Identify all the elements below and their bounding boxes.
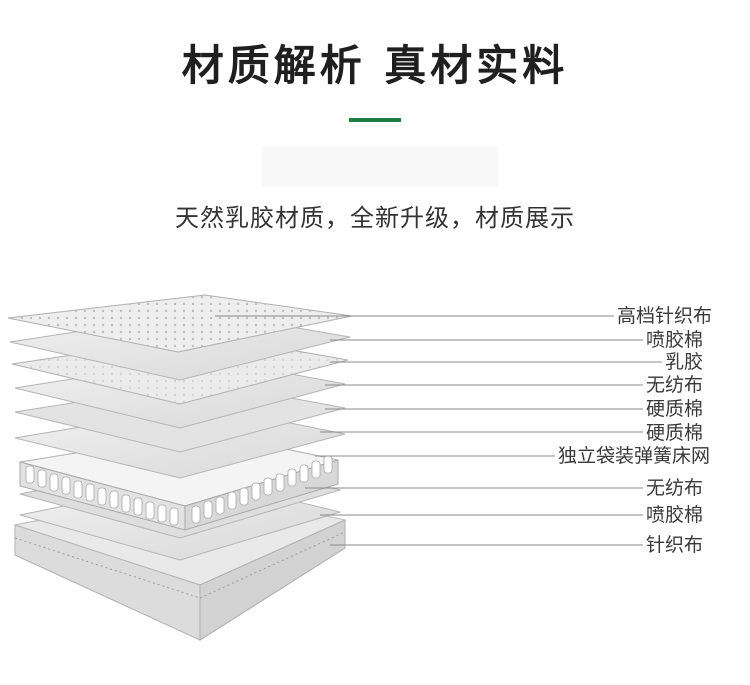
layer-label: 乳胶: [662, 351, 704, 373]
layer-label: 高档针织布: [614, 305, 713, 327]
layer-label: 无纺布: [643, 477, 704, 499]
layer-label: 硬质棉: [643, 422, 704, 444]
leader-lines: [215, 315, 665, 546]
layer-label: 独立袋装弹簧床网: [555, 445, 711, 467]
layer-label: 针织布: [643, 534, 704, 556]
title-accent-bar: [349, 118, 401, 122]
page-subtitle: 天然乳胶材质，全新升级，材质展示: [175, 204, 575, 232]
layer-label: 喷胶棉: [643, 329, 704, 351]
layer-label: 硬质棉: [643, 398, 704, 420]
decorative-band: [262, 146, 498, 186]
layer-label: 喷胶棉: [643, 504, 704, 526]
layer-label: 无纺布: [643, 374, 704, 396]
page-title: 材质解析 真材实料: [181, 41, 569, 90]
